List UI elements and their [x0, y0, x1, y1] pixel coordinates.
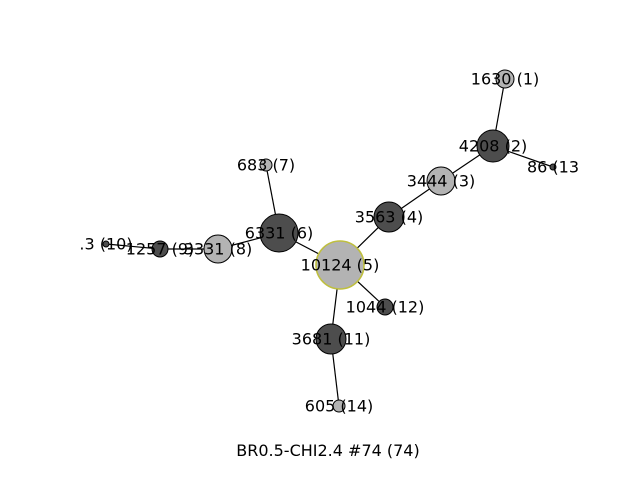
node-label-2: 4208 (2) — [459, 137, 527, 156]
node-6 — [259, 213, 299, 253]
node-2 — [476, 129, 510, 163]
node-label-13: 86 (13 — [527, 158, 579, 177]
node-14 — [332, 399, 346, 413]
node-label-1: 1630 (1) — [471, 70, 539, 89]
node-10 — [102, 240, 110, 248]
node-5 — [315, 240, 365, 290]
node-label-3: 3444 (3) — [407, 172, 475, 191]
node-3 — [426, 166, 456, 196]
node-7 — [259, 158, 273, 172]
graph-caption: BR0.5-CHI2.4 #74 (74) — [236, 441, 419, 460]
node-label-4: 3563 (4) — [355, 208, 423, 227]
edge-9-10 — [105, 243, 161, 250]
node-label-11: 3681 (11) — [292, 330, 371, 349]
node-label-8: 3331 (8) — [184, 240, 252, 259]
node-label-9: 1257 (9) — [126, 240, 194, 259]
node-label-12: 1044 (12) — [346, 298, 425, 317]
node-13 — [549, 163, 557, 171]
node-1 — [495, 69, 515, 89]
node-12 — [376, 298, 394, 316]
node-8 — [203, 234, 233, 264]
node-label-14: 605 (14) — [305, 397, 373, 416]
node-label-10: .3 (10) — [79, 235, 132, 254]
graph-labels: 1630 (1) 4208 (2) 3444 (3) 3563 (4) 10124 (5… — [79, 70, 579, 416]
node-label-6: 6331 (6) — [245, 224, 313, 243]
node-11 — [315, 323, 347, 355]
graph-nodes — [102, 69, 557, 413]
node-9 — [151, 240, 169, 258]
node-label-5: 10124 (5) — [301, 256, 380, 275]
node-label-7: 683 (7) — [237, 156, 295, 175]
node-4 — [373, 201, 405, 233]
